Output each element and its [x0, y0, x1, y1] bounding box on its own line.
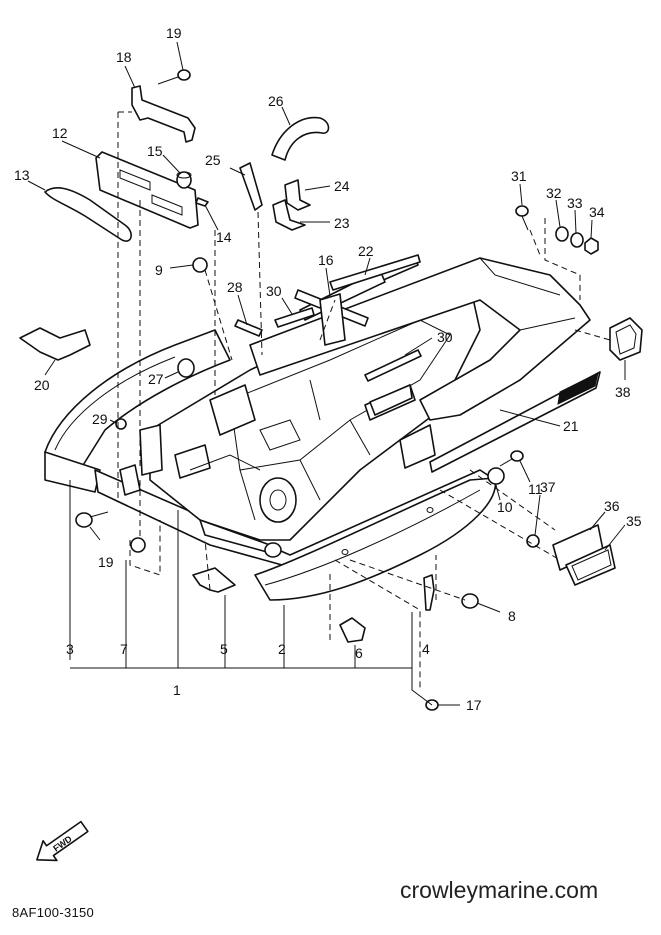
part-37-screw [526, 534, 540, 548]
part-28-pin [234, 319, 263, 337]
callout-23: 23 [334, 215, 350, 231]
callout-2: 2 [278, 641, 286, 657]
part-27-grommet [177, 358, 195, 378]
callout-24: 24 [334, 178, 350, 194]
part-19-lower-bolt [75, 511, 109, 528]
callout-1: 1 [173, 682, 181, 698]
part-35-reflector-lens [565, 544, 616, 586]
part-11-screw [499, 450, 524, 467]
callout-38: 38 [615, 384, 631, 400]
part-32-washer [555, 226, 569, 242]
callout-30-lower: 30 [437, 329, 453, 345]
callout-29: 29 [92, 411, 108, 427]
callout-12: 12 [52, 125, 68, 141]
part-26-handle [271, 116, 330, 161]
part-13-strap [44, 187, 132, 242]
part-38-reflector [609, 317, 643, 361]
part-30-rod-b [364, 349, 422, 382]
callout-19-lower: 19 [98, 554, 114, 570]
part-25-rod [239, 162, 263, 211]
callout-33: 33 [567, 195, 583, 211]
part-20-bracket [19, 327, 91, 361]
fwd-arrow-icon: FWD [36, 820, 89, 862]
part-8-cap [461, 593, 479, 609]
callout-28: 28 [227, 279, 243, 295]
leader-lines [27, 41, 626, 706]
callout-3: 3 [66, 641, 74, 657]
part-33-washer [570, 232, 584, 248]
callout-27: 27 [148, 371, 164, 387]
callout-18: 18 [116, 49, 132, 65]
diagram-code: 8AF100-3150 [12, 905, 95, 920]
callout-37: 37 [540, 479, 556, 495]
callout-36: 36 [604, 498, 620, 514]
callout-9: 9 [155, 262, 163, 278]
callout-21: 21 [563, 418, 579, 434]
part-5-bracket [192, 567, 236, 593]
part-19-bolt [157, 69, 191, 85]
callout-35: 35 [626, 513, 642, 529]
part-30-rod-a [274, 307, 315, 328]
callout-numbers: 1 2 3 4 5 6 7 8 9 10 11 12 13 14 15 16 1… [14, 25, 642, 713]
callout-26: 26 [268, 93, 284, 109]
callout-13: 13 [14, 167, 30, 183]
callout-22: 22 [358, 243, 374, 259]
callout-34: 34 [589, 204, 605, 220]
part-10-grommet [487, 467, 505, 485]
part-23-clip [272, 199, 306, 231]
part-22-strip [329, 254, 421, 291]
part-15-grommet [176, 171, 192, 189]
callout-11: 11 [528, 481, 543, 497]
callout-14: 14 [216, 229, 232, 245]
callout-30-upper: 30 [266, 283, 282, 299]
dashed-assembly-lines [117, 111, 611, 690]
part-4-stud [423, 574, 435, 611]
hull-bottom-pan [44, 284, 496, 571]
callout-8: 8 [508, 608, 516, 624]
part-31-screw [515, 205, 529, 231]
part-24-clip [284, 179, 311, 211]
part-14-clip [195, 197, 209, 207]
callout-6: 6 [355, 645, 363, 661]
part-18-bracket [131, 85, 196, 143]
part-9-grommet [192, 257, 208, 273]
lower-side-cover [254, 477, 497, 601]
part-34-nut [584, 237, 599, 255]
callout-17: 17 [466, 697, 482, 713]
callout-19: 19 [166, 25, 182, 41]
callout-16: 16 [318, 252, 334, 268]
callout-31: 31 [511, 168, 527, 184]
part-6-clip [339, 617, 366, 643]
callout-15: 15 [147, 143, 163, 159]
callout-5: 5 [220, 641, 228, 657]
seat-upper-body [249, 257, 601, 473]
callout-25: 25 [205, 152, 221, 168]
callout-4: 4 [422, 641, 430, 657]
callout-32: 32 [546, 185, 562, 201]
watermark-text: crowleymarine.com [400, 877, 599, 903]
callout-10: 10 [497, 499, 513, 515]
callout-20: 20 [34, 377, 50, 393]
callout-7: 7 [120, 641, 128, 657]
part-7-cap [130, 537, 146, 553]
